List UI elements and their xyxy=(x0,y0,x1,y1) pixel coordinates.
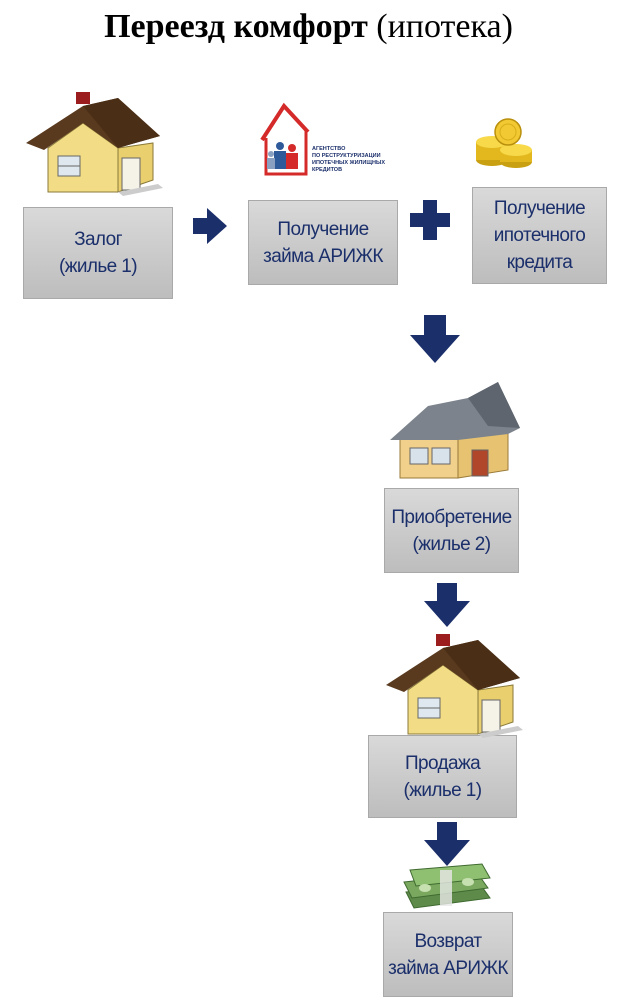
arrow-down-icon xyxy=(424,583,470,627)
money-icon xyxy=(403,863,491,909)
step-repay: Возврат займа АРИЖК xyxy=(383,912,513,997)
coins-icon xyxy=(476,118,532,168)
house-gray-roof-icon xyxy=(390,382,520,479)
arizhk-logo-icon xyxy=(260,102,310,176)
house-icon xyxy=(26,92,163,196)
step-pledge: Залог (жилье 1) xyxy=(23,207,173,299)
plus-icon xyxy=(410,200,450,240)
diagram-title: Переезд комфорт (ипотека) xyxy=(0,8,617,46)
step-mortgage: Получение ипотечного кредита xyxy=(472,187,607,284)
logo-caption: АГЕНТСТВО ПО РЕСТРУКТУРИЗАЦИИ ИПОТЕЧНЫХ … xyxy=(312,146,385,173)
house-icon xyxy=(386,634,523,738)
step-purchase: Приобретение (жилье 2) xyxy=(384,488,519,573)
arrow-down-icon xyxy=(424,822,470,866)
title-bold: Переезд комфорт xyxy=(104,8,368,45)
arrow-down-icon xyxy=(410,315,460,363)
step-loan: Получение займа АРИЖК xyxy=(248,200,398,285)
title-normal: (ипотека) xyxy=(376,8,513,45)
arrow-right-icon xyxy=(193,208,227,244)
step-sale: Продажа (жилье 1) xyxy=(368,735,517,818)
